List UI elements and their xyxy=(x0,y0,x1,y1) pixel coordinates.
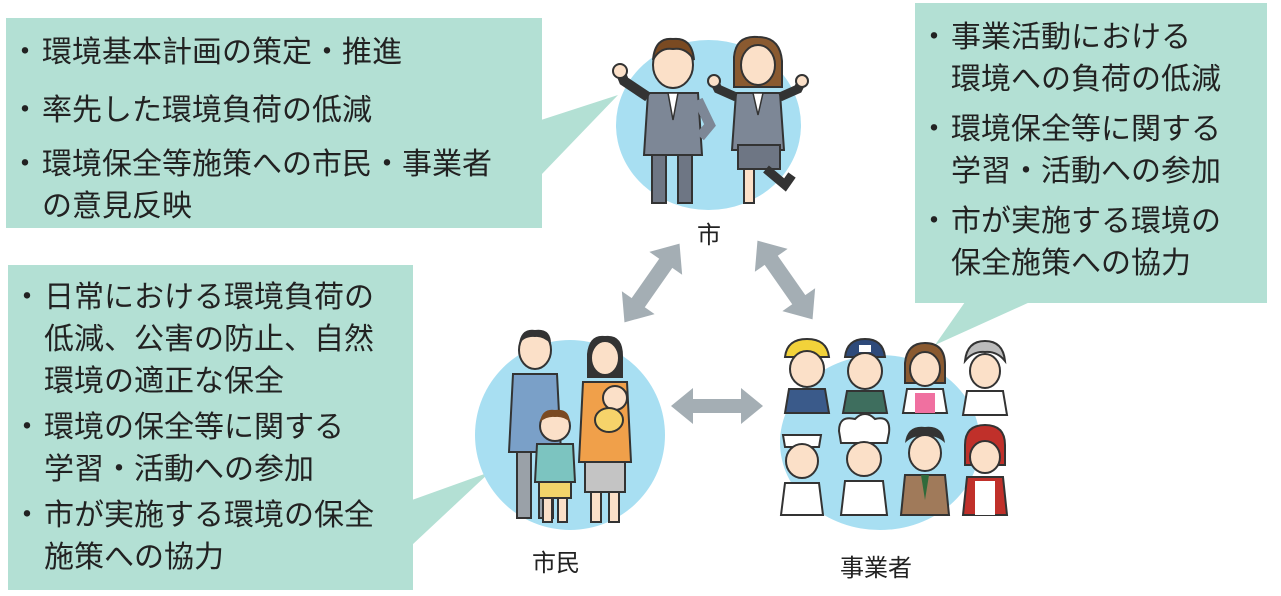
doctor-icon xyxy=(961,339,1009,416)
business-label: 事業者 xyxy=(840,554,912,582)
citizen-label: 市民 xyxy=(532,549,580,577)
shop-clerk-icon xyxy=(901,341,949,414)
citizen-item: ・日常における環境負荷の低減、公害の防止、自然環境の適正な保全 xyxy=(12,280,374,399)
city-role-box: ・環境基本計画の策定・推進 ・率先した環境負荷の低減 ・環境保全等施策への市民・… xyxy=(6,18,542,228)
business-box-tail xyxy=(935,302,1030,345)
citizen-box-tail xyxy=(412,472,490,545)
business-role-box: ・事業活動における環境への負荷の低減 ・環境保全等に関する学習・活動への参加 ・… xyxy=(915,3,1267,303)
nurse-icon xyxy=(779,434,825,516)
city-item: ・環境基本計画の策定・推進 xyxy=(10,35,402,70)
construction-worker-icon xyxy=(783,337,831,414)
citizen-role-box: ・日常における環境負荷の低減、公害の防止、自然環境の適正な保全 ・環境の保全等に… xyxy=(8,265,413,590)
business-item: ・市が実施する環境の保全施策への協力 xyxy=(919,204,1221,281)
business-workers-illustration xyxy=(779,337,1009,516)
city-item: ・環境保全等施策への市民・事業者の意見反映 xyxy=(10,147,492,224)
city-box-tail xyxy=(541,95,618,175)
city-label: 市 xyxy=(697,221,721,249)
female-official-icon xyxy=(707,35,809,204)
citizen-business-arrow xyxy=(671,388,763,424)
child-icon xyxy=(533,409,577,523)
factory-worker-icon xyxy=(841,337,889,414)
city-citizen-arrow xyxy=(621,243,683,323)
city-business-arrow xyxy=(754,240,816,320)
baby-icon xyxy=(594,385,628,433)
mother-icon xyxy=(577,335,633,523)
business-item: ・環境保全等に関する学習・活動への参加 xyxy=(919,112,1221,189)
citizen-item: ・市が実施する環境の保全施策への協力 xyxy=(12,498,374,575)
chef-icon xyxy=(837,413,891,516)
business-item: ・事業活動における環境への負荷の低減 xyxy=(919,20,1221,97)
waitress-icon xyxy=(961,423,1009,516)
city-item: ・率先した環境負荷の低減 xyxy=(10,93,372,128)
citizen-item: ・環境の保全等に関する学習・活動への参加 xyxy=(12,410,344,487)
businessman-icon xyxy=(899,426,951,516)
city-officials-illustration xyxy=(612,35,809,204)
male-official-icon xyxy=(612,37,716,204)
citizen-family-illustration xyxy=(507,329,633,523)
